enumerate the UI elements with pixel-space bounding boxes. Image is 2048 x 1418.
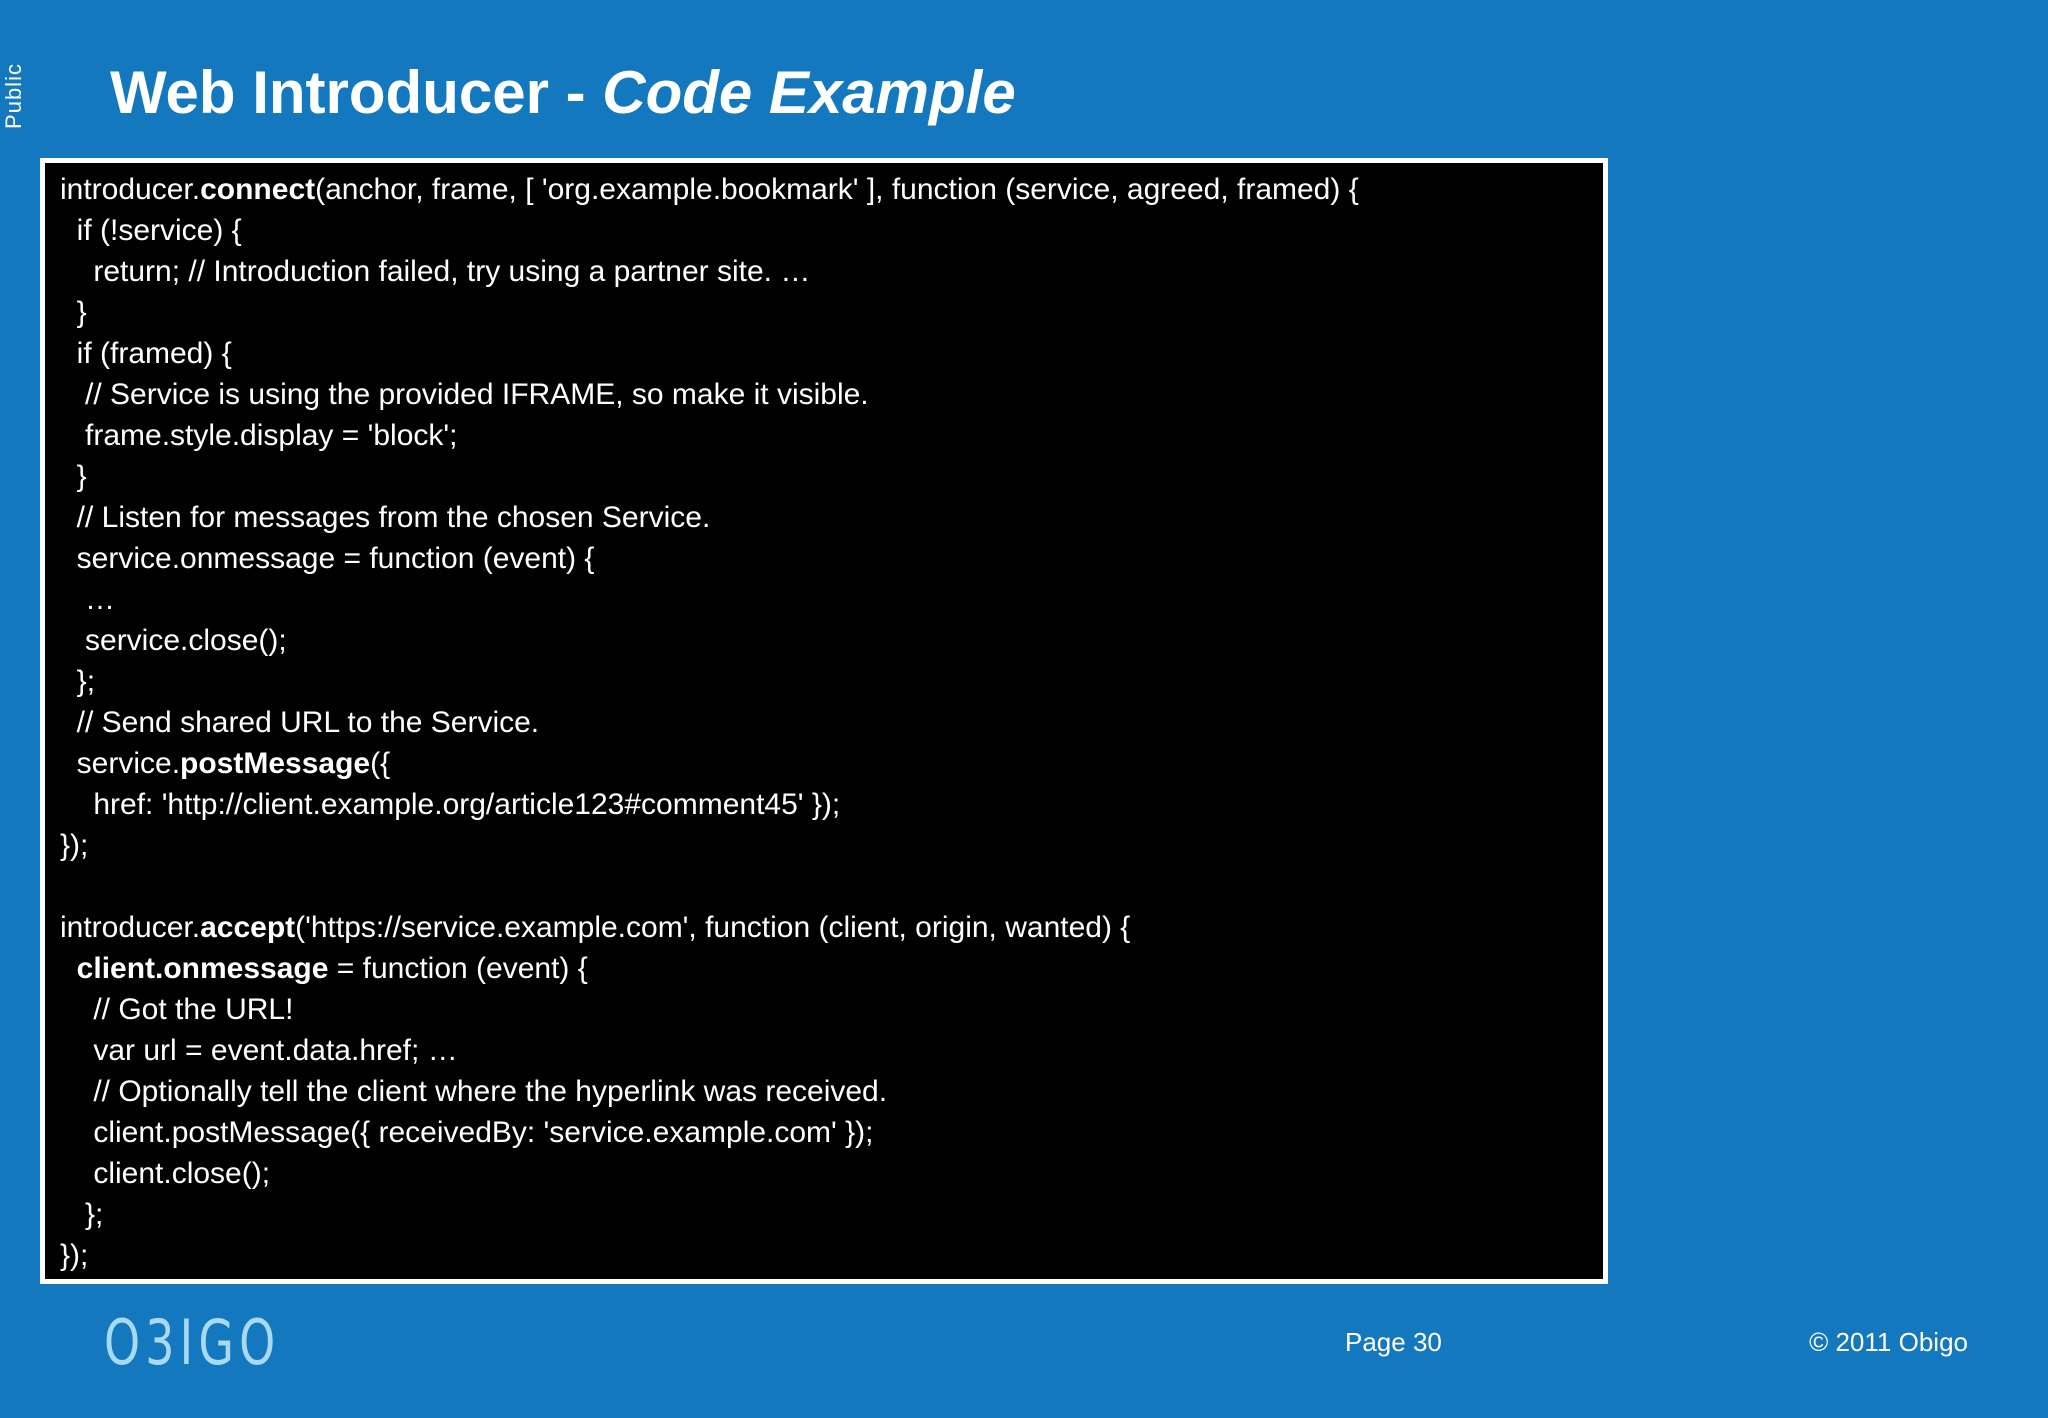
code-line: href: 'http://client.example.org/article…	[60, 788, 841, 821]
code-line: client.onmessage = function (event) {	[76, 952, 588, 985]
title-emphasis: Code Example	[602, 59, 1016, 126]
code-line: service.close();	[60, 624, 287, 657]
code-block: introducer.connect(anchor, frame, [ 'org…	[40, 158, 1608, 1284]
page-number: Page 30	[1345, 1327, 1442, 1357]
code-line: client.postMessage({ receivedBy: 'servic…	[60, 1116, 874, 1149]
code-line: // Service is using the provided IFRAME,…	[60, 378, 869, 411]
page-title: Web Introducer - Code Example	[110, 62, 1016, 124]
classification-label: Public	[1, 63, 26, 129]
code-line: introducer.accept('https://service.examp…	[60, 911, 1131, 944]
code-line: // Send shared URL to the Service.	[60, 706, 540, 739]
code-line: var url = event.data.href; …	[60, 1034, 458, 1067]
code-line: // Optionally tell the client where the …	[60, 1075, 888, 1108]
code-line: introducer.connect(anchor, frame, [ 'org…	[60, 173, 1359, 206]
code-line: service.onmessage = function (event) {	[60, 542, 595, 575]
code-line: if (framed) {	[60, 337, 232, 370]
code-line	[60, 866, 1595, 907]
code-line: client.close();	[60, 1157, 271, 1190]
code-line: // Got the URL!	[60, 993, 294, 1026]
code-line: };	[60, 665, 96, 698]
code-line: };	[60, 1198, 104, 1231]
code-line: return; // Introduction failed, try usin…	[60, 255, 811, 288]
code-line: });	[60, 829, 89, 862]
title-main: Web Introducer -	[110, 59, 603, 126]
obigo-logo: O3IGO	[104, 1306, 281, 1379]
code-line: }	[60, 296, 87, 329]
code-line: if (!service) {	[60, 214, 242, 247]
code-line: });	[60, 1239, 89, 1272]
code-line: …	[60, 583, 116, 616]
code-line: frame.style.display = 'block';	[60, 419, 458, 452]
code-line: // Listen for messages from the chosen S…	[60, 501, 711, 534]
copyright-notice: © 2011 Obigo	[1809, 1327, 1968, 1357]
code-line: }	[60, 460, 87, 493]
code-line: service.postMessage({	[60, 747, 391, 780]
